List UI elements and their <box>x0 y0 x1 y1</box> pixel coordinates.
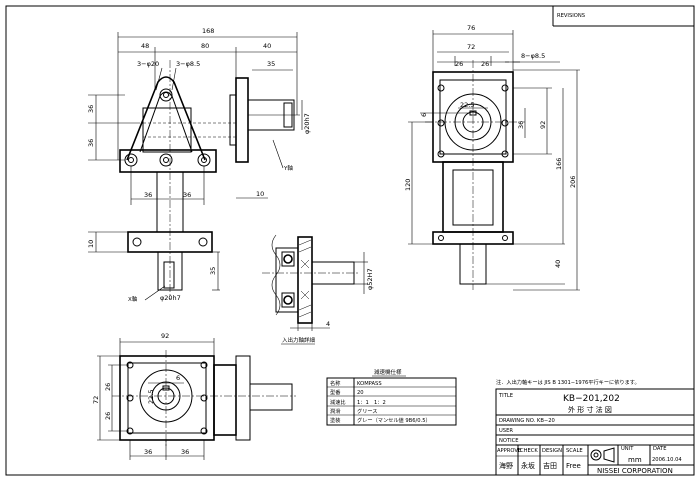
dim-overall-width: 168 <box>202 27 214 35</box>
note-text: 注．入出力軸キーは JIS B 1301−1976平行キーに依ります。 <box>496 378 640 386</box>
spec-row-value: 1：1 1：2 <box>357 400 386 406</box>
unit-value: mm <box>628 456 642 464</box>
dim-bottom-w36b: 36 <box>181 448 189 456</box>
design-value: 吉田 <box>543 462 557 470</box>
section-caption: 入出力軸詳細 <box>282 336 316 344</box>
date-value: 2006.10.04 <box>652 457 682 463</box>
bottom-view <box>97 338 296 460</box>
spec-row-value: グレー（マンセル値 9B6/0.5） <box>357 416 431 424</box>
dim-w1: 26 <box>455 60 463 68</box>
front-view <box>88 32 303 301</box>
design-header: DESIGN <box>542 448 562 454</box>
dim-w2: 26 <box>481 60 489 68</box>
approve-value: 海野 <box>499 461 513 470</box>
dim-offset: 4 <box>326 320 330 328</box>
spec-row-key: 塗装 <box>330 416 340 424</box>
dim-top-inner: 72 <box>467 43 475 51</box>
spec-table-title: 減速機仕様 <box>374 368 402 376</box>
notice-label: NOTICE <box>499 438 519 444</box>
spec-row-value: KOMPASS <box>357 381 382 387</box>
dim-shaft-d2: φ20h7 <box>160 294 181 302</box>
dim-bottom-h26a: 26 <box>104 383 112 391</box>
dim-hole-big: 3−φ8.5 <box>176 60 200 68</box>
dim-flange-t: 10 <box>256 190 264 198</box>
dim-bottom-width: 92 <box>161 332 169 340</box>
dim-h-lower: 36 <box>87 139 95 147</box>
date-header: DATE <box>653 446 667 452</box>
y-axis-label: Y軸 <box>283 164 293 172</box>
scale-header: SCALE <box>566 448 583 454</box>
dim-base-h: 10 <box>87 240 95 248</box>
dim-bottom-h26b: 26 <box>104 412 112 420</box>
spec-row-value: 20 <box>357 390 364 396</box>
dim-h206: 206 <box>569 176 577 188</box>
check-header: CHECK <box>520 448 538 454</box>
dim-bottom-key: 6 <box>176 374 180 382</box>
spec-row-key: 名称 <box>330 379 340 387</box>
spec-row-key: 潤滑 <box>330 407 340 415</box>
dim-base-w2: 36 <box>183 191 191 199</box>
dim-top-width: 76 <box>467 24 475 32</box>
dim-h166: 166 <box>555 158 563 170</box>
dim-h120: 120 <box>404 179 412 191</box>
dim-base-w1: 36 <box>144 191 152 199</box>
dim-outer-h: 92 <box>539 121 547 129</box>
check-value: 永坂 <box>521 461 535 470</box>
drawing-title: KB−201,202 <box>563 394 620 404</box>
dim-bore: 22.5 <box>460 101 474 109</box>
projection-symbol-icon <box>590 447 615 463</box>
dim-h-upper: 36 <box>87 105 95 113</box>
side-view <box>408 30 580 291</box>
dim-mid-width: 80 <box>201 42 209 50</box>
approve-header: APPROVE <box>497 448 521 454</box>
dim-shaft-len: 35 <box>209 267 217 275</box>
spec-row-value: グリース <box>357 407 378 415</box>
dim-bottom-h72: 72 <box>92 396 100 404</box>
company-name: NISSEI CORPORATION <box>597 467 673 475</box>
dim-shaft-d: φ20h7 <box>303 113 311 134</box>
unit-header: UNIT <box>621 446 634 452</box>
spec-row-key: 減速比 <box>330 398 346 406</box>
dim-key: 6 <box>420 113 428 117</box>
dim-hole-label: 8−φ8.5 <box>521 52 545 60</box>
x-axis-label: X軸 <box>128 295 138 303</box>
dim-flange-width: 35 <box>267 60 275 68</box>
title-block <box>495 388 695 476</box>
spec-row-key: 型番 <box>330 388 341 396</box>
dim-right-width: 40 <box>263 42 271 50</box>
dim-shaft-h: 40 <box>554 260 562 268</box>
drawing-frame <box>5 5 695 476</box>
drawing-number: DRAWING NO. KB−20 <box>499 418 555 424</box>
title-label: TITLE <box>498 393 513 399</box>
section-view <box>262 234 368 345</box>
spec-table <box>326 375 457 426</box>
dim-bottom-bore: 22.5 <box>147 390 155 404</box>
dim-left-width: 48 <box>141 42 149 50</box>
scale-value: Free <box>566 462 581 470</box>
revisions-label: REVISIONS <box>557 13 585 19</box>
user-label: USER <box>499 428 513 434</box>
dim-bore-d: φ52H7 <box>366 268 374 290</box>
dim-hole-small: 3−φ20 <box>137 60 159 68</box>
dim-bottom-w36a: 36 <box>144 448 152 456</box>
dim-inner-h: 36 <box>517 121 525 129</box>
drawing-subtitle: 外 形 寸 法 図 <box>568 405 612 414</box>
